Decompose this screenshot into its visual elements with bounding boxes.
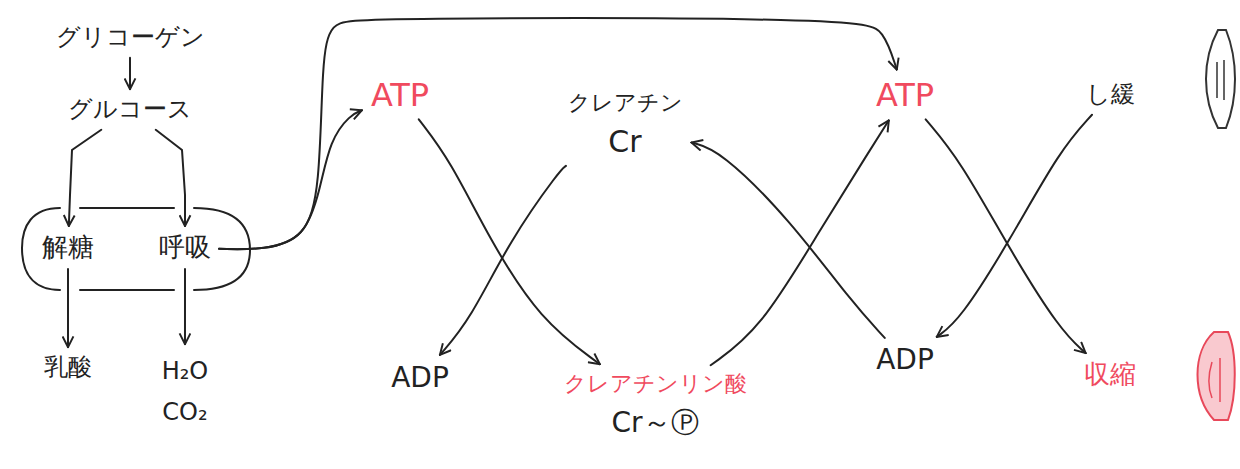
term-node: H₂O CO₂ <box>143 349 228 435</box>
muscle-outline <box>1206 30 1235 128</box>
term-text: し緩 <box>1086 81 1135 109</box>
bracket-bottom <box>80 289 174 291</box>
reaction-arrow <box>156 130 185 226</box>
term-text: 収縮 <box>1084 360 1136 390</box>
muscle-fiber <box>1217 60 1224 100</box>
term-text: ADP <box>876 344 934 376</box>
term-node: ATP <box>872 75 938 116</box>
reaction-arrow <box>219 18 897 249</box>
term-text: 解糖 <box>42 233 94 263</box>
term-text: Cr～Ⓟ <box>564 407 747 439</box>
bracket-top <box>80 207 174 209</box>
muscle-outline <box>1198 332 1235 420</box>
term-node: クレアチン Cr <box>564 88 687 162</box>
term-node: し緩 <box>1082 79 1139 111</box>
term-text: ATP <box>876 77 934 114</box>
term-node: ATP <box>367 75 433 116</box>
muscle-fiber <box>1209 358 1220 402</box>
reaction-arrow <box>711 120 889 365</box>
term-node: グルコース <box>64 94 196 126</box>
term-text: クレアチン <box>568 90 683 115</box>
term-text: グリコーゲン <box>56 24 205 52</box>
term-text: グルコース <box>68 96 192 124</box>
reaction-arrow <box>419 119 600 364</box>
reaction-arrow <box>184 269 186 344</box>
term-node: 呼吸 <box>155 231 215 265</box>
term-node: ADP <box>387 360 453 396</box>
term-node: 解糖 <box>38 231 98 265</box>
reaction-arrow <box>219 110 362 249</box>
reaction-arrow <box>926 119 1086 353</box>
term-text: 乳酸 <box>44 354 92 382</box>
term-text: ATP <box>371 77 429 114</box>
term-text: H₂O CO₂ <box>147 351 224 433</box>
bracket <box>22 208 250 290</box>
term-node: ADP <box>872 342 938 378</box>
relaxed-muscle <box>1206 30 1235 128</box>
term-node: クレアチンリン酸 Cr～Ⓟ <box>560 369 751 440</box>
reaction-arrow <box>937 115 1092 337</box>
term-text: 呼吸 <box>159 233 211 263</box>
term-text: ADP <box>391 362 449 394</box>
term-node: 収縮 <box>1080 358 1140 392</box>
reaction-arrow <box>129 58 131 89</box>
term-text: クレアチンリン酸 <box>564 371 747 396</box>
reaction-arrow <box>692 142 885 337</box>
reaction-arrow <box>69 130 101 226</box>
reaction-arrow <box>440 166 566 355</box>
term-text: Cr <box>568 125 683 160</box>
reaction-arrow <box>67 269 69 347</box>
term-node: グリコーゲン <box>52 22 209 54</box>
term-node: 乳酸 <box>40 352 96 384</box>
contracted-muscle <box>1198 332 1235 420</box>
